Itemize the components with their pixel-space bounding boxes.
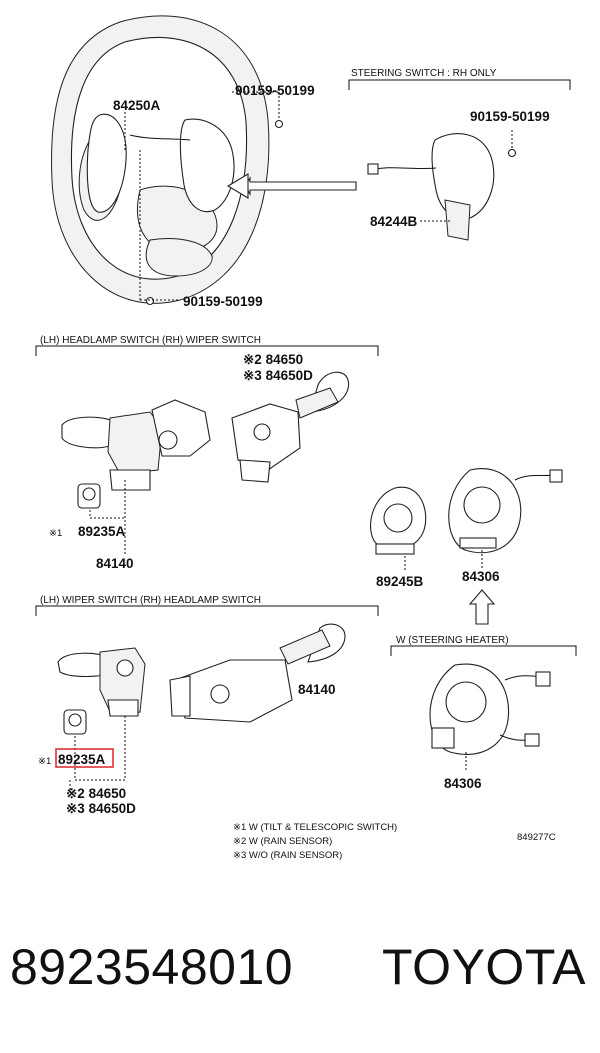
heater-spiral-cable-illustration: [429, 663, 551, 755]
footer-brand: TOYOTA: [382, 939, 586, 995]
bottom-label-84140: 84140: [298, 682, 336, 697]
bottom-headlamp-switch-illustration: [169, 623, 346, 723]
rh-steering-switch-illustration: [367, 133, 517, 241]
part-label-bolt-a: 90159-50199: [235, 83, 315, 98]
bottom-label-89235A-highlighted: 89235A: [58, 752, 106, 767]
steering-wheel-illustration: [51, 15, 284, 306]
bottom-label-84650D: ※3 84650D: [66, 801, 136, 816]
heater-header: W (STEERING HEATER): [396, 635, 509, 646]
part-label-84250A: 84250A: [113, 98, 161, 113]
middle-label-89245B: 89245B: [376, 574, 424, 589]
note-2: ※2 W (RAIN SENSOR): [233, 836, 332, 847]
middle-label-84140: 84140: [96, 556, 134, 571]
bottom-label-84650: ※2 84650: [66, 786, 126, 801]
note-1: ※1 W (TILT & TELESCOPIC SWITCH): [233, 822, 397, 833]
bottom-mark-1: ※1: [38, 756, 51, 767]
middle-label-84306: 84306: [462, 569, 500, 584]
middle-label-89235A: 89235A: [78, 524, 126, 539]
highlight-box-89235A: [55, 748, 114, 768]
steering-switch-rh-header: STEERING SWITCH : RH ONLY: [351, 68, 497, 79]
middle-label-84650D: ※3 84650D: [243, 368, 313, 383]
headlamp-switch-illustration: [61, 399, 211, 509]
bottom-wiper-switch-illustration: [57, 647, 146, 735]
heater-label-84306: 84306: [444, 776, 482, 791]
spiral-cable-89245B-illustration: [370, 486, 427, 555]
wiper-switch-illustration: [231, 371, 350, 483]
footer: 8923548010 TOYOTA: [0, 938, 600, 1008]
part-label-84244B: 84244B: [370, 214, 418, 229]
note-3: ※3 W/O (RAIN SENSOR): [233, 850, 342, 861]
footer-part-number: 8923548010: [10, 939, 294, 995]
middle-label-84650: ※2 84650: [243, 352, 303, 367]
spiral-cable-84306-illustration: [448, 468, 563, 554]
part-label-bolt-c: 90159-50199: [183, 294, 263, 309]
bottom-header: (LH) WIPER SWITCH (RH) HEADLAMP SWITCH: [40, 595, 261, 606]
middle-header: (LH) HEADLAMP SWITCH (RH) WIPER SWITCH: [40, 335, 261, 346]
part-label-bolt-b: 90159-50199: [470, 109, 550, 124]
middle-mark-1: ※1: [49, 528, 62, 539]
diagram-code: 849277C: [517, 832, 556, 843]
